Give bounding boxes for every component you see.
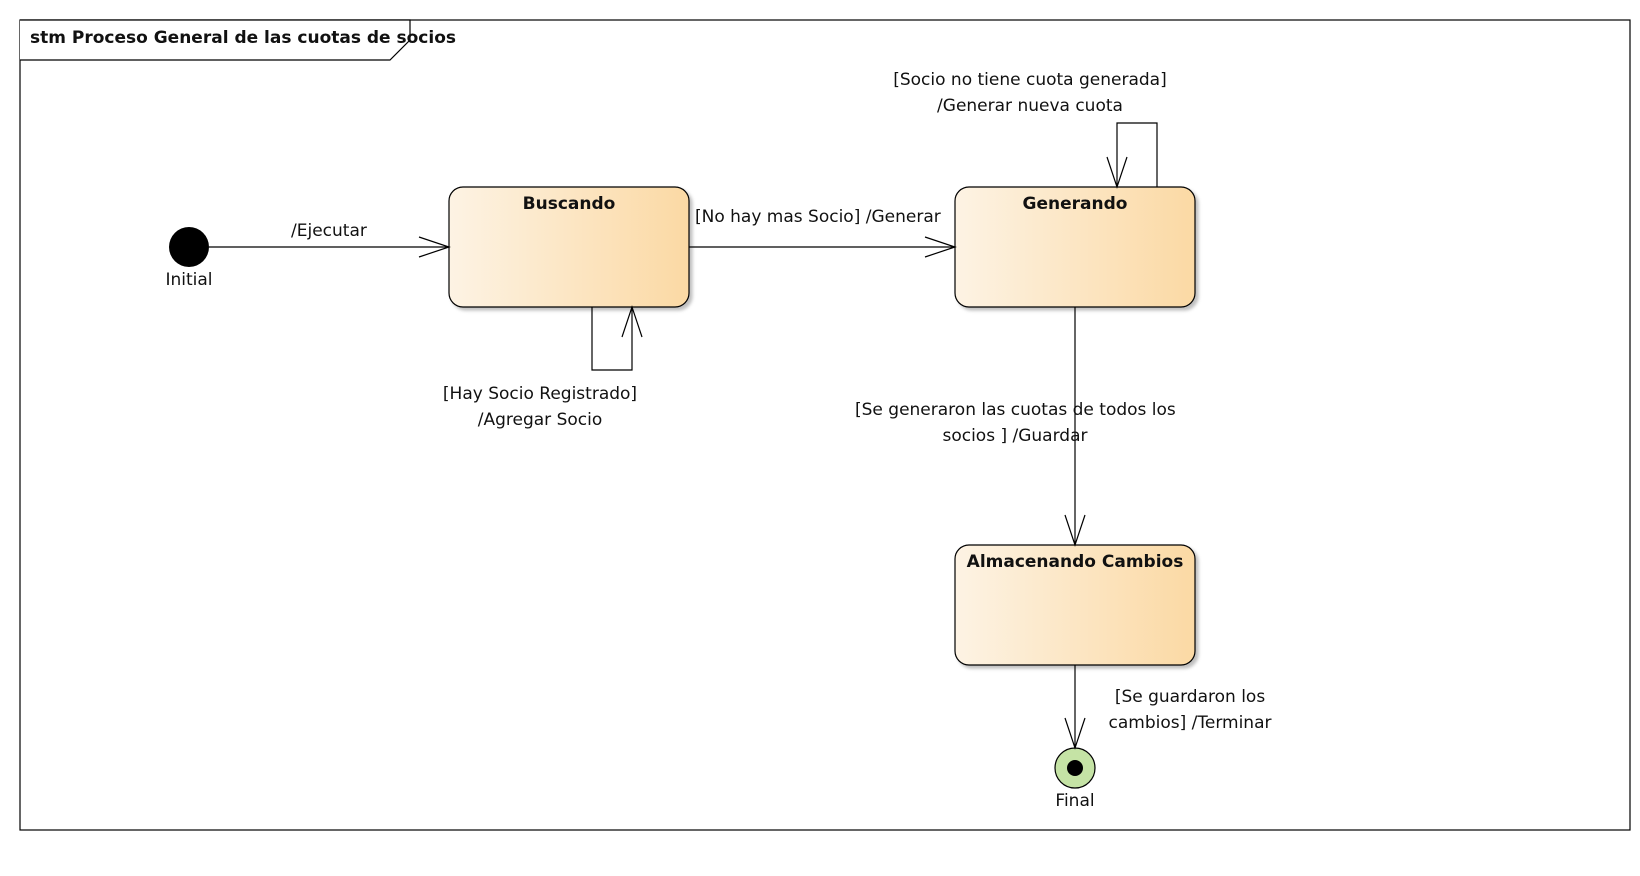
transition-se-generaron-line1: [Se generaron las cuotas de todos los xyxy=(855,400,1176,420)
transition-hay-socio-line[interactable] xyxy=(591,307,633,371)
transition-se-guardaron-line2: cambios] /Terminar xyxy=(1108,713,1272,733)
transition-socio-no-cuota-label: [Socio no tiene cuota generada] /Generar… xyxy=(880,67,1180,119)
frame-title: stm Proceso General de las cuotas de soc… xyxy=(30,28,457,48)
transition-se-guardaron-line1: [Se guardaron los xyxy=(1114,687,1266,707)
transition-se-generaron-arrowhead xyxy=(1064,514,1086,547)
frame-title-tab xyxy=(20,19,411,61)
transition-hay-socio-line1: [Hay Socio Registrado] xyxy=(442,384,638,404)
transition-socio-no-cuota-arrowhead xyxy=(1106,156,1128,189)
transition-se-guardaron-arrowhead xyxy=(1064,717,1086,750)
transition-no-hay-mas-label: [No hay mas Socio] /Generar xyxy=(695,207,941,227)
transition-se-generaron-label: [Se generaron las cuotas de todos los so… xyxy=(855,397,1176,449)
transition-ejecutar-label: /Ejecutar xyxy=(291,221,367,241)
transition-socio-no-cuota-line1: [Socio no tiene cuota generada] xyxy=(893,70,1167,90)
state-buscando-name: Buscando xyxy=(522,194,616,214)
transition-se-generaron-line2: socios ] /Guardar xyxy=(942,426,1088,446)
transition-no-hay-mas-arrowhead xyxy=(924,236,957,258)
transition-ejecutar-arrowhead xyxy=(418,236,451,258)
final-node-core xyxy=(1067,760,1083,776)
transition-socio-no-cuota-line2: /Generar nueva cuota xyxy=(937,96,1123,116)
transition-socio-no-cuota-line[interactable] xyxy=(1116,122,1158,187)
initial-label: Initial xyxy=(165,270,213,290)
transition-hay-socio-label: [Hay Socio Registrado] /Agregar Socio xyxy=(430,381,650,433)
state-almacenando-name: Almacenando Cambios xyxy=(966,552,1184,572)
frame-border xyxy=(19,19,1631,831)
transition-hay-socio-line2: /Agregar Socio xyxy=(477,410,603,430)
transition-se-guardaron-label: [Se guardaron los cambios] /Terminar xyxy=(1100,684,1280,736)
initial-node[interactable] xyxy=(169,227,209,267)
state-generando-name: Generando xyxy=(1022,194,1128,214)
transition-hay-socio-arrowhead xyxy=(621,305,643,338)
final-label: Final xyxy=(1055,791,1095,811)
